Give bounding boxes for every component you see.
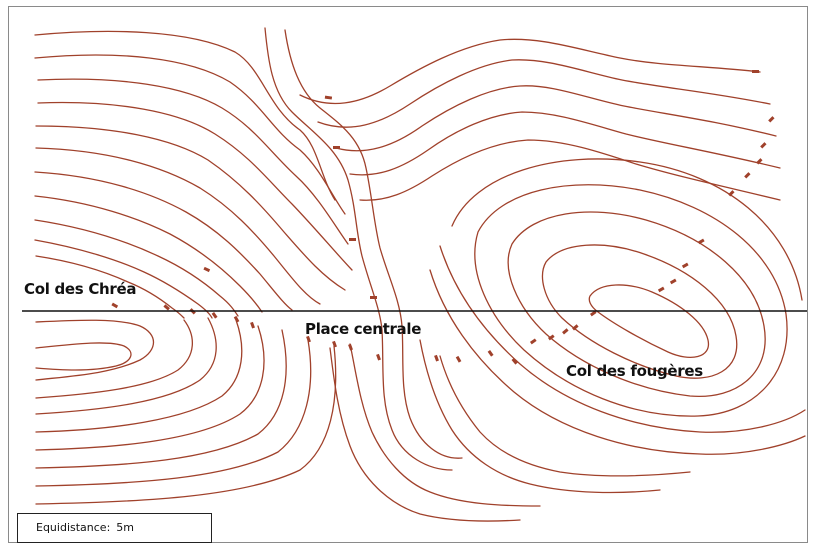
contour-lines [34, 27, 806, 522]
contour-line [349, 111, 781, 176]
label-place-centrale: Place centrale [305, 320, 422, 338]
contour-line [588, 284, 710, 358]
legend-value: 5m [116, 521, 134, 534]
contour-line [35, 325, 265, 451]
contour-line [34, 171, 293, 311]
contour-line [35, 125, 346, 291]
label-col-des-fougeres: Col des fougères [566, 362, 703, 380]
contour-line [429, 269, 806, 455]
contour-line [35, 255, 185, 319]
equidistance-legend: Equidistance: 5m [17, 513, 212, 543]
contour-line [35, 319, 243, 433]
contour-line [34, 219, 239, 317]
slope-ticks [111, 70, 775, 365]
contour-line [35, 342, 132, 371]
contour-line [299, 38, 761, 105]
contour-line [35, 339, 312, 487]
contour-line [541, 244, 738, 379]
contour-line [439, 245, 806, 433]
contour-line [35, 329, 287, 469]
contour-line [34, 195, 263, 313]
contour-line [439, 355, 691, 477]
contour-line [474, 184, 788, 417]
contour-line [35, 345, 337, 505]
contour-line [37, 101, 353, 271]
contour-line [359, 139, 781, 201]
contour-line [34, 30, 336, 201]
contour-line [349, 343, 541, 507]
contour-line [451, 158, 803, 301]
contour-line [35, 317, 217, 415]
contour-line [34, 239, 213, 319]
contour-line [35, 319, 155, 381]
contour-line [35, 147, 321, 305]
legend-caption: Equidistance: [36, 521, 111, 534]
contour-line [37, 78, 349, 245]
contour-line [335, 85, 777, 152]
label-col-des-chrea: Col des Chréa [24, 280, 137, 298]
contour-line [419, 339, 661, 494]
contour-line [264, 27, 453, 471]
contour-line [34, 54, 346, 215]
contour-line [284, 29, 463, 459]
contour-line [329, 347, 521, 522]
contour-line [317, 59, 771, 128]
contour-line [35, 319, 193, 399]
contour-line [507, 211, 766, 397]
